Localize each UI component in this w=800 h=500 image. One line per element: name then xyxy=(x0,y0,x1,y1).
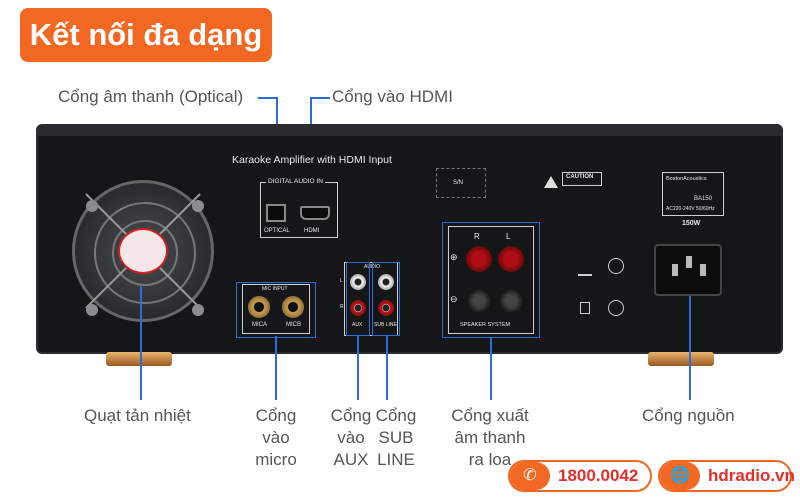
model-header-text: Karaoke Amplifier with HDMI Input xyxy=(232,154,392,166)
leader-sub xyxy=(386,336,388,400)
sn-text: S/N xyxy=(453,180,464,186)
serial-number-area xyxy=(436,168,486,198)
brand-label-box xyxy=(662,172,724,216)
no-disassembly-icon xyxy=(608,258,624,274)
power-pin xyxy=(686,256,692,268)
callout-aux-line: AUX xyxy=(333,450,369,469)
leader-micro xyxy=(275,336,277,400)
callout-sub-line: SUB xyxy=(378,428,414,447)
callout-sub: Cổng SUB LINE xyxy=(372,405,420,471)
sub-l-jack[interactable] xyxy=(378,274,394,290)
phone-icon: ✆ xyxy=(510,462,550,490)
recycle-icon xyxy=(578,262,592,276)
age-12-icon xyxy=(608,300,624,316)
gold-foot-left xyxy=(106,352,172,366)
digital-audio-label: DIGITAL AUDIO IN xyxy=(266,178,325,185)
speaker-l-plus-terminal[interactable] xyxy=(498,246,524,272)
caution-box xyxy=(562,172,602,186)
website-link[interactable]: hdradio.vn xyxy=(708,466,795,485)
power-spec-text: AC220-240V 50/60Hz xyxy=(666,206,715,212)
phone-pill[interactable]: ✆ 1800.0042 xyxy=(508,460,652,492)
leader-speaker xyxy=(490,338,492,400)
plus-symbol: ⊕ xyxy=(450,252,458,262)
audio-group-box xyxy=(344,262,398,336)
callout-aux-line: Cổng xyxy=(330,406,372,425)
minus-symbol: ⊖ xyxy=(450,294,458,304)
speaker-l-minus-terminal[interactable] xyxy=(498,288,524,314)
globe-icon: 🌐 xyxy=(660,462,700,490)
speaker-l-label: L xyxy=(506,232,511,241)
warning-triangle-icon xyxy=(544,176,558,188)
speaker-r-minus-terminal[interactable] xyxy=(466,288,492,314)
screw-icon xyxy=(86,304,98,316)
speaker-system-text: SPEAKER SYSTEM xyxy=(460,322,511,328)
callout-sub-line: LINE xyxy=(377,450,415,469)
aux-l-jack[interactable] xyxy=(350,274,366,290)
callout-aux: Cổng vào AUX xyxy=(328,405,374,471)
callout-speaker: Cổng xuất âm thanh ra loa xyxy=(440,405,540,471)
aux-text: AUX xyxy=(352,322,363,328)
jack-r-text: R xyxy=(340,304,344,310)
gold-foot-right xyxy=(648,352,714,366)
aux-r-jack[interactable] xyxy=(350,300,366,316)
screw-icon xyxy=(86,200,98,212)
mic-b-jack[interactable] xyxy=(282,296,304,318)
callout-speaker-line: ra loa xyxy=(468,450,512,469)
screw-icon xyxy=(192,304,204,316)
hdmi-text: HDMI xyxy=(304,228,320,234)
callout-micro-line: micro xyxy=(255,450,297,469)
sub-line-text: SUB LINE xyxy=(374,322,397,328)
leader-optical-h xyxy=(258,97,277,99)
callout-sub-line: Cổng xyxy=(375,406,417,425)
callout-optical: Cổng âm thanh (Optical) xyxy=(58,87,244,106)
callout-hdmi: Cổng vào HDMI xyxy=(332,87,453,106)
screw-icon xyxy=(192,200,204,212)
leader-aux xyxy=(357,336,359,400)
audio-text: AUDIO xyxy=(364,264,380,270)
leader-hdmi-h xyxy=(310,97,330,99)
callout-fan: Quạt tản nhiệt xyxy=(84,406,191,425)
aux-highlight-box xyxy=(346,262,370,336)
mic-b-text: MICB xyxy=(286,322,301,328)
callout-power: Cổng nguồn xyxy=(642,406,735,425)
weee-bin-icon xyxy=(580,302,590,314)
brand-text: BostonAcoustics xyxy=(666,176,707,182)
sub-highlight-box xyxy=(372,262,400,336)
optical-text: OPTICAL xyxy=(264,228,290,234)
leader-fan xyxy=(140,286,142,400)
phone-number: 1800.0042 xyxy=(558,466,639,485)
callout-aux-line: vào xyxy=(337,428,365,447)
callout-micro-line: Cổng xyxy=(255,406,297,425)
leader-power xyxy=(689,296,691,400)
mic-input-box xyxy=(242,284,310,334)
optical-port[interactable] xyxy=(266,204,286,222)
jack-l-text: L xyxy=(340,278,343,284)
speaker-panel-box xyxy=(448,226,534,334)
mic-a-text: MICA xyxy=(252,322,267,328)
mic-input-text: MIC INPUT xyxy=(262,286,288,292)
model-text: BA150 xyxy=(694,196,713,202)
website-pill[interactable]: 🌐 hdradio.vn xyxy=(658,460,795,492)
callout-micro: Cổng vào micro xyxy=(244,405,308,471)
callout-speaker-line: âm thanh xyxy=(454,428,526,447)
sub-r-jack[interactable] xyxy=(378,300,394,316)
callout-speaker-line: Cổng xuất xyxy=(451,406,529,425)
speaker-r-label: R xyxy=(474,232,480,241)
fan-label-sticker xyxy=(118,228,168,274)
power-pin xyxy=(672,264,678,276)
power-pin xyxy=(700,264,706,276)
callout-micro-line: vào xyxy=(262,428,290,447)
mic-a-jack[interactable] xyxy=(248,296,270,318)
power-inlet[interactable] xyxy=(654,244,722,296)
caution-text: CAUTION xyxy=(566,174,594,180)
speaker-highlight-box xyxy=(442,222,540,338)
title-badge: Kết nối đa dạng xyxy=(20,8,272,62)
fan-grill-ring xyxy=(94,202,196,304)
speaker-r-plus-terminal[interactable] xyxy=(466,246,492,272)
hdmi-port[interactable] xyxy=(300,206,330,220)
panel-top-strip xyxy=(38,126,781,136)
fan-grill-ring-inner xyxy=(112,220,178,286)
wattage-text: 150W xyxy=(682,220,701,227)
